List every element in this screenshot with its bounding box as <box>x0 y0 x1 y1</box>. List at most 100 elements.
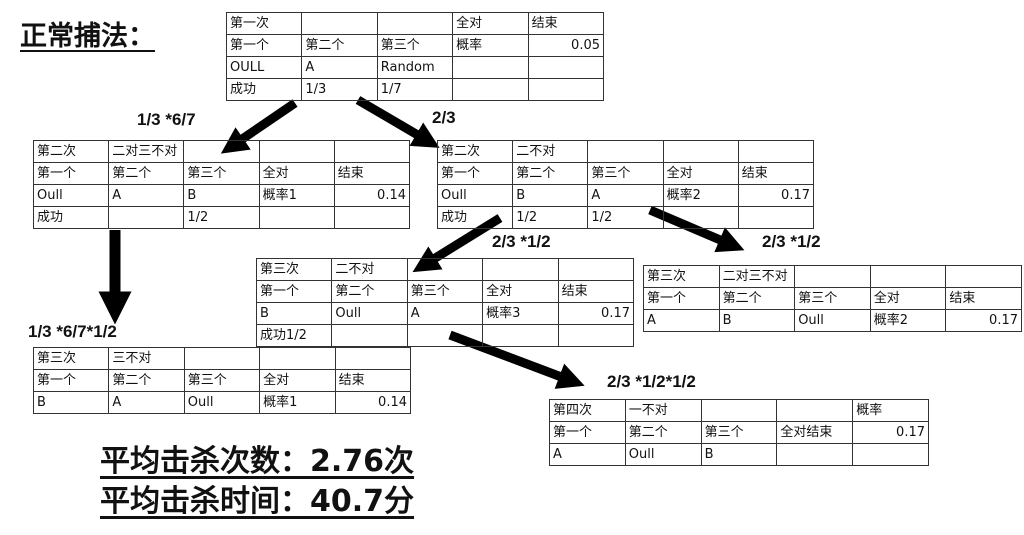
table-cell: A <box>108 391 185 414</box>
table-cell: 0.05 <box>527 34 605 57</box>
table-cell <box>259 347 336 370</box>
table-cell <box>333 140 411 163</box>
table-cell <box>452 78 529 101</box>
table-cell: 第三个 <box>183 162 260 185</box>
table-row: 成功1/2 <box>255 324 635 347</box>
table-cell: 第一个 <box>32 162 110 185</box>
table-cell: 0.14 <box>334 391 412 414</box>
table-cell: B <box>255 302 333 325</box>
table-cell <box>183 347 261 370</box>
table-cell <box>452 56 529 79</box>
table-cell <box>557 258 635 281</box>
table-cell <box>482 258 559 281</box>
prob-label: 2/3 *1/2 <box>492 232 551 251</box>
table-cell: 0.17 <box>737 184 815 207</box>
table-cell: 第三次 <box>255 258 333 281</box>
table-cell: 第三个 <box>376 34 454 57</box>
table-cell: 第三次 <box>643 265 720 288</box>
table-cell: 概率1 <box>259 391 336 414</box>
table-cell: A <box>643 309 720 332</box>
table-cell: 第三次 <box>32 347 110 370</box>
table-cell: 第三个 <box>406 280 484 303</box>
table-cell: 第三个 <box>794 287 871 310</box>
table-cell <box>587 140 664 163</box>
table-cell <box>333 206 411 229</box>
table-cell: 1/7 <box>376 78 454 101</box>
prob-label: 2/3 <box>432 108 456 127</box>
table-cell: 结束 <box>333 162 411 185</box>
table-cell: 成功1/2 <box>255 324 333 347</box>
table-cell: 0.14 <box>333 184 411 207</box>
arrow-icon <box>355 96 440 148</box>
table-cell: Oull <box>624 443 702 466</box>
table-cell: B <box>700 443 778 466</box>
table-cell: 成功 <box>225 78 303 101</box>
table-cell: 1/3 <box>301 78 378 101</box>
table-cell: 1/2 <box>512 206 589 229</box>
table-cell <box>258 206 335 229</box>
table-cell: 概率2 <box>869 309 947 332</box>
table-cell: B <box>32 391 110 414</box>
table-row: 第二次二不对 <box>436 140 815 163</box>
table-cell: 结束 <box>737 162 815 185</box>
table-cell <box>183 140 260 163</box>
table-cell: 全对 <box>259 369 336 392</box>
table-cell: Oull <box>331 302 408 325</box>
table-cell: 1/2 <box>183 206 260 229</box>
prob-label: 2/3 *1/2*1/2 <box>607 372 696 391</box>
summary-time: 平均击杀时间：40.7分 <box>100 484 415 519</box>
table-cell: 第一次 <box>225 12 303 35</box>
table-cell <box>258 140 335 163</box>
summary-kills: 平均击杀次数：2.76次 <box>100 444 415 479</box>
table-cell: A <box>406 302 484 325</box>
table-cell: 第一个 <box>549 421 626 444</box>
table-cell: 第二个 <box>512 162 589 185</box>
table-cell <box>737 206 815 229</box>
table-cell: 成功 <box>32 206 110 229</box>
table-row: 第三次三不对 <box>32 347 412 370</box>
table-cell: 结束 <box>557 280 635 303</box>
table-row: 第一个第二个第三个全对结束 <box>643 287 1022 310</box>
table-cell: 第一个 <box>643 287 720 310</box>
table-cell: 概率 <box>852 399 929 422</box>
table-cell: B <box>183 184 260 207</box>
table-cell: 全对 <box>452 12 529 35</box>
table-row: 第一个第二个第三个全对结束 <box>436 162 815 185</box>
table-cell <box>527 56 605 79</box>
table-cell: 结束 <box>945 287 1022 310</box>
table-cell: OULL <box>225 56 303 79</box>
table-cell: 二对三不对 <box>718 265 796 288</box>
table-cell: 第二个 <box>624 421 702 444</box>
table-cell <box>557 324 635 347</box>
prob-label: 2/3 *1/2 <box>762 232 821 251</box>
table-cell: 一不对 <box>624 399 702 422</box>
table-cell: Oull <box>32 184 110 207</box>
table-cell: B <box>718 309 796 332</box>
prob-label: 1/3 *6/7 <box>137 110 196 129</box>
table-cell: 全对 <box>662 162 739 185</box>
table-cell: Oull <box>183 391 261 414</box>
table-cell: 结束 <box>527 12 605 35</box>
table-cell <box>662 206 739 229</box>
table-cell: A <box>108 184 185 207</box>
table-cell: 概率2 <box>662 184 739 207</box>
table-cell: 0.17 <box>557 302 635 325</box>
table-cell <box>334 347 412 370</box>
table-cell: B <box>512 184 589 207</box>
arrow-icon <box>220 99 298 154</box>
table-cell: 1/2 <box>587 206 664 229</box>
table-cell: 第四次 <box>549 399 626 422</box>
table-cell: 全对 <box>482 280 559 303</box>
table-cell <box>527 78 605 101</box>
table-cell: 第二个 <box>108 162 185 185</box>
